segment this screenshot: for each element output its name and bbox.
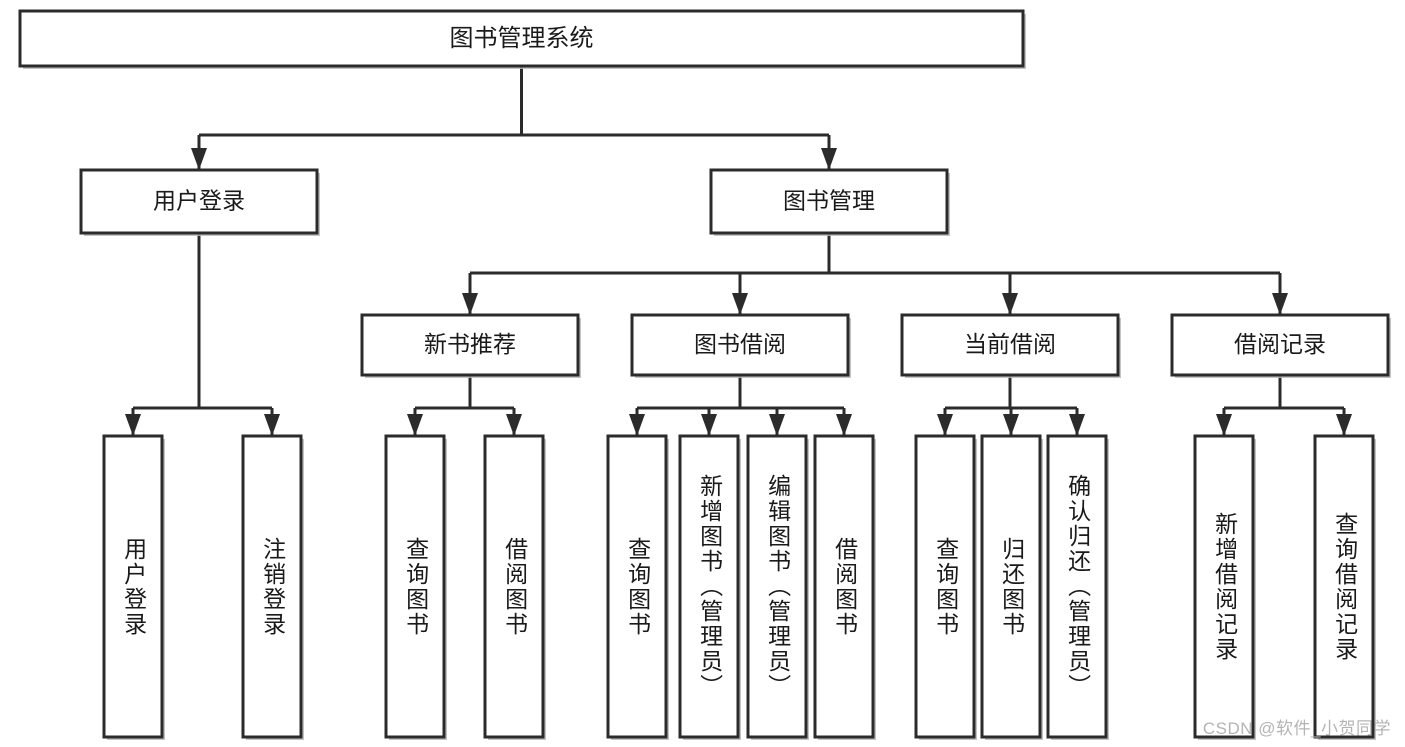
leaf-node-5-新增图书管理员[interactable] [678,434,740,739]
boxes-layer [18,9,1391,740]
node-新书推荐-label: 新书推荐 [424,331,516,357]
root-node-图书管理系统[interactable] [18,9,1025,68]
node-借阅记录-label: 借阅记录 [1234,331,1326,357]
edge-newbook-arrow-1 [506,414,522,436]
watermark-text: CSDN @软件_小贺同学 [1202,719,1391,738]
edge-record-arrow-0 [1216,414,1232,436]
edge-borrow-arrow-2 [769,414,785,436]
node-图书管理[interactable] [709,168,949,235]
node-当前借阅[interactable] [900,313,1120,377]
edge-record-arrow-1 [1336,414,1352,436]
leaf-node-6-编辑图书管理员[interactable] [746,434,808,739]
edge-mgmt-arrow-1 [732,293,748,315]
node-当前借阅-label: 当前借阅 [964,331,1056,357]
root-node-图书管理系统-label: 图书管理系统 [450,25,594,52]
edge-current-arrow-1 [1003,414,1019,436]
edge-login-arrow-0 [125,414,141,436]
edge-newbook-arrow-0 [407,414,423,436]
node-用户登录-label: 用户登录 [153,188,245,214]
node-新书推荐[interactable] [360,313,580,377]
leaf-node-10-确认归还管理员[interactable] [1046,434,1108,739]
edge-borrow-arrow-0 [629,414,645,436]
edge-login-arrow-1 [264,414,280,436]
leaf-node-2-查询图书[interactable] [384,434,446,739]
node-用户登录[interactable] [79,168,319,235]
edge-current-arrow-0 [937,414,953,436]
leaf-node-4-查询图书[interactable] [606,434,668,739]
node-图书借阅[interactable] [630,313,850,377]
leaf-node-7-借阅图书[interactable] [813,434,875,739]
edge-current-arrow-2 [1069,414,1085,436]
connectors-layer [125,66,1352,436]
edge-mgmt-arrow-0 [462,293,478,315]
edge-borrow-arrow-1 [701,414,717,436]
edge-mgmt-arrow-2 [1002,293,1018,315]
node-图书管理-label: 图书管理 [783,188,875,214]
node-图书借阅-label: 图书借阅 [694,331,786,357]
edge-borrow-arrow-3 [836,414,852,436]
edge-root-arrow-0 [191,148,207,170]
node-借阅记录[interactable] [1170,313,1390,377]
leaf-node-11-新增借阅记录[interactable] [1193,434,1255,739]
leaf-node-0-用户登录[interactable] [102,434,164,739]
leaf-node-8-查询图书[interactable] [914,434,976,739]
leaf-node-9-归还图书[interactable] [980,434,1042,739]
leaf-node-1-注销登录[interactable] [241,434,303,739]
edge-root-arrow-1 [821,148,837,170]
leaf-node-12-查询借阅记录[interactable] [1313,434,1375,739]
edge-mgmt-arrow-3 [1272,293,1288,315]
leaf-node-3-借阅图书[interactable] [483,434,545,739]
